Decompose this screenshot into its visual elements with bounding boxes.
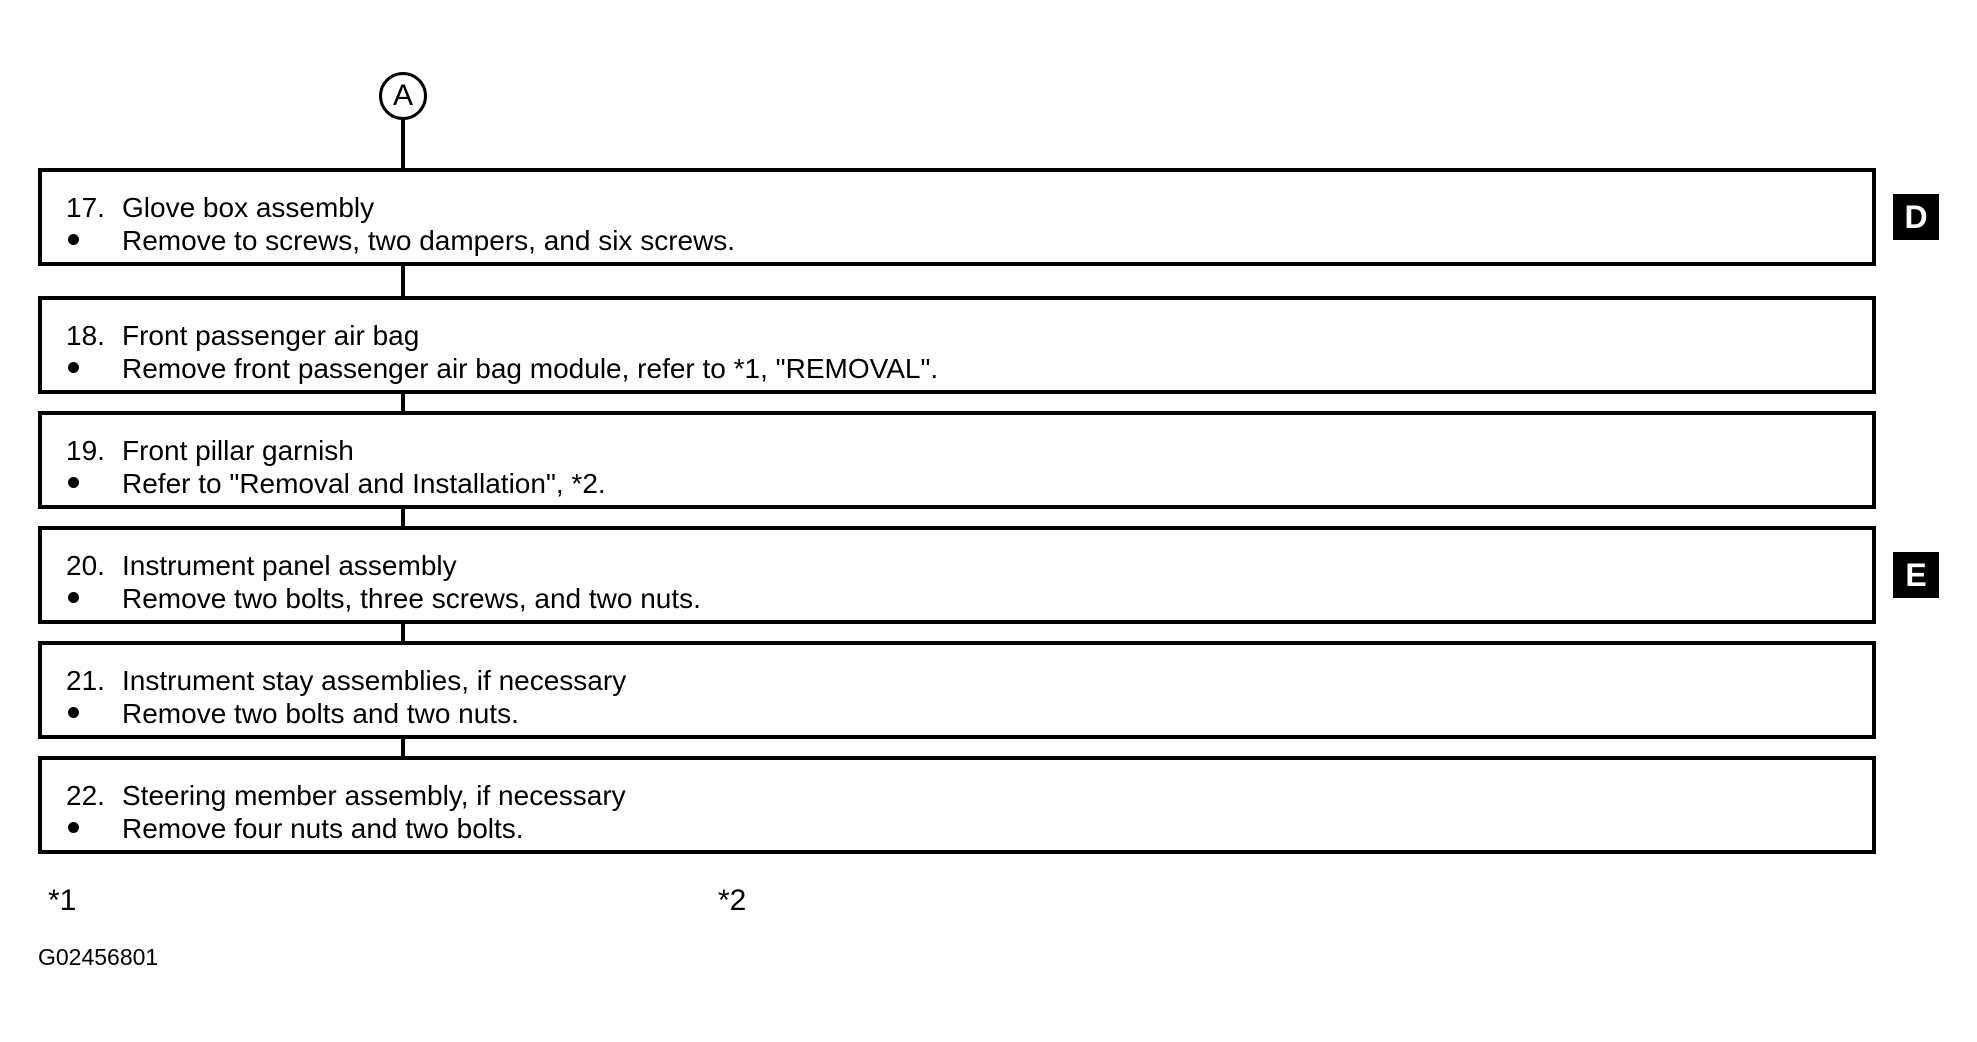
connector-link-19-20 (401, 494, 405, 526)
section-marker-d[interactable]: D (1893, 194, 1939, 240)
step-number-19: 19. (66, 435, 105, 466)
step-detail-19: Refer to "Removal and Installation", *2. (122, 468, 606, 499)
bullet-icon (68, 822, 79, 833)
step-box-18[interactable]: 18. Front passenger air bag Remove front… (38, 296, 1876, 394)
step-box-19[interactable]: 19. Front pillar garnish Refer to "Remov… (38, 411, 1876, 509)
step-number-18: 18. (66, 320, 105, 351)
drawing-id: G02456801 (38, 944, 159, 970)
connector-circle-a: A (379, 72, 427, 120)
step-number-21: 21. (66, 665, 105, 696)
step-number-22: 22. (66, 780, 105, 811)
bullet-icon (68, 707, 79, 718)
step-detail-17: Remove to screws, two dampers, and six s… (122, 225, 736, 256)
connector-link-21-22 (401, 724, 405, 756)
step-number-20: 20. (66, 550, 105, 581)
step-box-22[interactable]: 22. Steering member assembly, if necessa… (38, 756, 1876, 854)
step-number-17: 17. (66, 192, 105, 223)
step-title-22: Steering member assembly, if necessary (122, 780, 626, 811)
step-detail-22: Remove four nuts and two bolts. (122, 813, 524, 844)
bullet-icon (68, 362, 79, 373)
step-detail-20: Remove two bolts, three screws, and two … (122, 583, 701, 614)
section-marker-e-label: E (1905, 557, 1927, 593)
bullet-icon (68, 592, 79, 603)
step-title-19: Front pillar garnish (122, 435, 354, 466)
connector-link-20-21 (401, 609, 405, 641)
step-box-21[interactable]: 21. Instrument stay assemblies, if neces… (38, 641, 1876, 739)
step-box-20[interactable]: 20. Instrument panel assembly Remove two… (38, 526, 1876, 624)
bullet-icon (68, 234, 79, 245)
section-marker-d-label: D (1904, 199, 1928, 235)
step-title-17: Glove box assembly (122, 192, 375, 223)
connector-link-17-18 (401, 264, 405, 296)
connector-stem-a (401, 118, 405, 170)
footnote-ref-2: *2 (718, 884, 747, 917)
bullet-icon (68, 477, 79, 488)
connector-link-18-19 (401, 379, 405, 411)
step-title-21: Instrument stay assemblies, if necessary (122, 665, 627, 696)
step-title-18: Front passenger air bag (122, 320, 420, 351)
connector-circle-label: A (392, 79, 413, 112)
footnote-ref-1: *1 (48, 884, 77, 917)
step-title-20: Instrument panel assembly (122, 550, 457, 581)
step-detail-21: Remove two bolts and two nuts. (122, 698, 519, 729)
section-marker-e[interactable]: E (1893, 552, 1939, 598)
step-box-17[interactable]: 17. Glove box assembly Remove to screws,… (38, 168, 1876, 266)
step-detail-18: Remove front passenger air bag module, r… (122, 353, 939, 384)
